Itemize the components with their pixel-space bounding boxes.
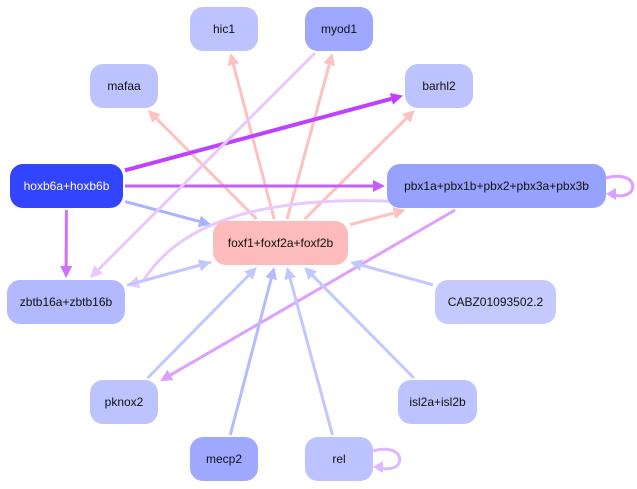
edge-hoxb6-to-zbtb16 — [60, 209, 73, 278]
arrowhead — [265, 267, 277, 281]
edge-isl2-to-foxf1 — [304, 267, 415, 380]
arrowhead — [197, 215, 211, 228]
node-hoxb6[interactable]: hoxb6a+hoxb6b — [10, 164, 123, 208]
edge-myod1-to-zbtb16 — [90, 51, 317, 278]
edge-mecp2-to-foxf1 — [228, 267, 277, 436]
edge-line — [361, 263, 434, 287]
edge-line — [228, 278, 273, 436]
node-mecp2[interactable]: mecp2 — [190, 437, 258, 481]
node-myod1[interactable]: myod1 — [305, 7, 373, 51]
arrowhead — [147, 110, 161, 123]
edge-pknox2-to-foxf1 — [146, 267, 257, 380]
arrowhead — [60, 265, 73, 278]
arrowhead — [284, 267, 296, 281]
self-loop-line — [605, 174, 635, 198]
node-barhl2[interactable]: barhl2 — [405, 64, 473, 108]
self-loop-line — [372, 447, 402, 471]
arrowhead — [323, 53, 336, 67]
arrowhead — [392, 207, 406, 219]
edge-foxf1-to-pbx — [349, 207, 406, 227]
edge-line — [124, 96, 392, 173]
arrowhead — [389, 92, 403, 105]
node-zbtb16[interactable]: zbtb16a+zbtb16b — [7, 280, 125, 324]
edge-line — [285, 64, 331, 220]
node-mafaa[interactable]: mafaa — [90, 64, 158, 108]
edge-zbtb16-to-foxf1 — [126, 259, 211, 287]
edge-line — [142, 199, 408, 282]
arrowhead — [160, 369, 174, 382]
arrowhead — [350, 259, 364, 272]
arrowhead — [606, 188, 616, 200]
edge-cabz-to-foxf1 — [350, 259, 434, 287]
edge-foxf1-to-myod1 — [285, 53, 336, 220]
edge-line — [155, 117, 258, 221]
edge-pbx-to-pbx — [605, 174, 635, 200]
arrowhead — [197, 259, 211, 272]
edge-line — [311, 274, 415, 380]
edge-pbx-to-pknox2 — [160, 208, 456, 382]
edge-line — [146, 274, 250, 380]
node-cabz[interactable]: CABZ01093502.2 — [435, 280, 556, 324]
edge-line — [124, 200, 200, 223]
node-isl2[interactable]: isl2a+isl2b — [398, 380, 477, 424]
arrowhead — [244, 267, 257, 280]
arrowhead — [90, 265, 103, 278]
arrowhead — [402, 110, 415, 123]
node-pknox2[interactable]: pknox2 — [90, 380, 158, 424]
edge-rel-to-rel — [372, 447, 402, 473]
arrowhead — [373, 461, 383, 473]
edge-hoxb6-to-pbx — [125, 180, 385, 192]
node-pbx[interactable]: pbx1a+pbx1b+pbx2+pbx3a+pbx3b — [387, 164, 606, 208]
edge-line — [97, 51, 317, 271]
node-rel[interactable]: rel — [305, 437, 373, 481]
arrowhead — [304, 267, 317, 280]
edge-line — [288, 278, 334, 436]
edge-line — [231, 64, 276, 220]
arrowhead — [227, 53, 240, 67]
edge-foxf1-to-hic1 — [227, 53, 276, 220]
edge-hoxb6-to-barhl2 — [124, 92, 403, 173]
edge-hoxb6-to-foxf1 — [124, 200, 211, 228]
node-foxf1[interactable]: foxf1+foxf2a+foxf2b — [213, 221, 348, 265]
node-hic1[interactable]: hic1 — [190, 7, 258, 51]
edge-line — [169, 208, 456, 377]
edge-line — [126, 263, 200, 287]
edge-foxf1-to-mafaa — [147, 110, 258, 221]
arrowhead — [373, 180, 385, 192]
edge-rel-to-foxf1 — [284, 267, 334, 436]
edge-line — [349, 211, 395, 227]
